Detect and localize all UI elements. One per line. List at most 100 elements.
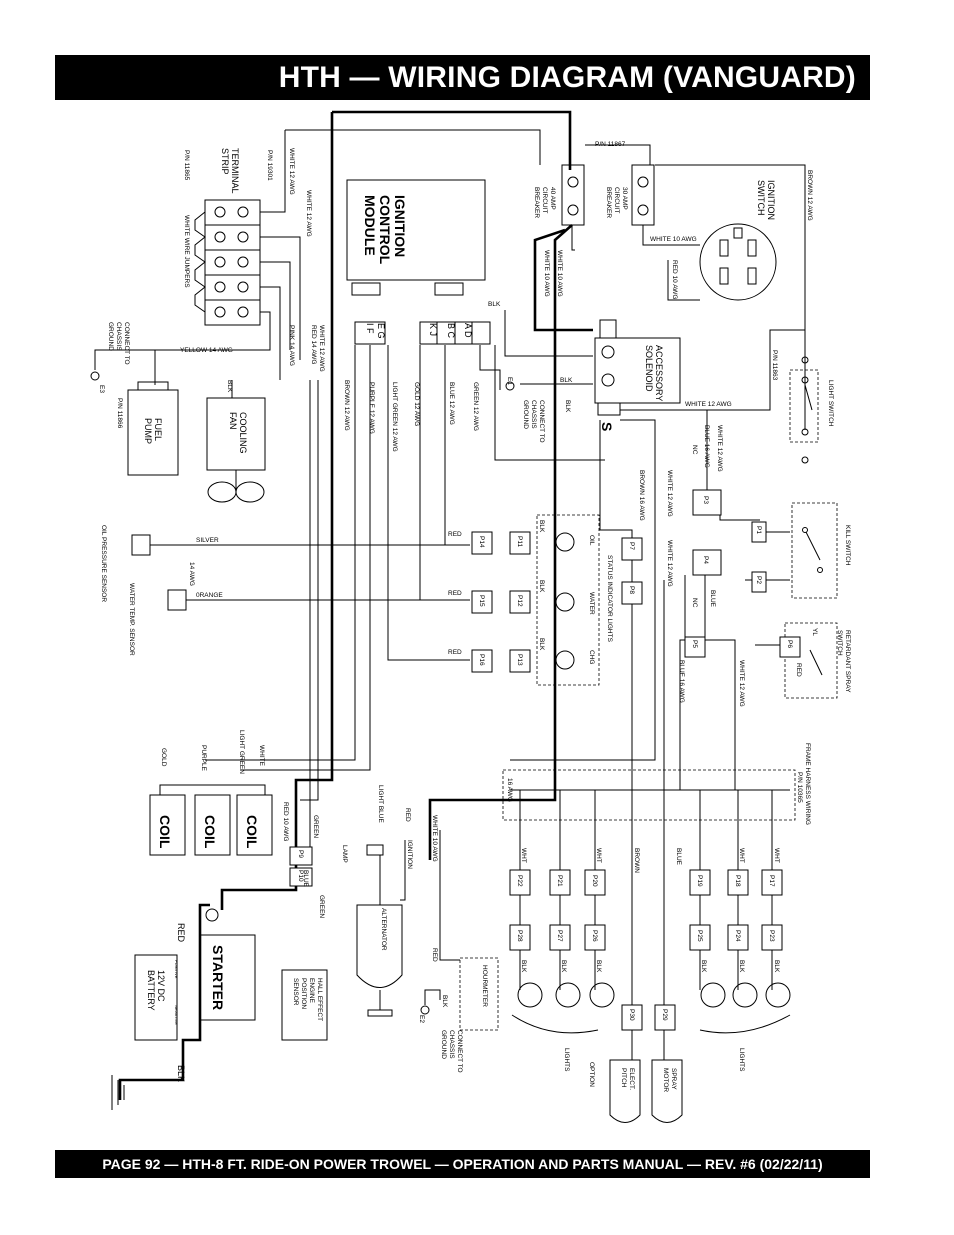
- svg-text:P10: P10: [297, 870, 304, 882]
- wl-blk-chg: BLK: [538, 638, 545, 651]
- battery-pos: POSITIVE: [174, 960, 179, 979]
- fuel-pump-l2: PUMP: [143, 418, 153, 444]
- starter-label: STARTER: [210, 945, 226, 1010]
- page-footer-bar: PAGE 92 — HTH-8 FT. RIDE-ON POWER TROWEL…: [55, 1150, 870, 1178]
- breaker30-l1: 30 AMP: [621, 187, 628, 210]
- plug-p11: P11: [509, 531, 531, 555]
- ground-e1-l2: CHASSIS: [530, 400, 537, 429]
- breaker30-l2: CIRCUIT: [613, 187, 620, 213]
- terminal-label-2: STRIP: [220, 148, 230, 175]
- spray-motor: SPRAY MOTOR: [651, 1059, 683, 1123]
- status-oil: OIL: [588, 535, 595, 546]
- ign-switch-l1: IGNITION: [766, 180, 776, 220]
- pin-if: I F: [365, 323, 375, 334]
- svg-text:P20: P20: [591, 875, 598, 887]
- status-water: WATER: [588, 592, 595, 615]
- plug-p18: P18: [727, 869, 749, 896]
- wl-blk-l3: BLK: [595, 960, 602, 973]
- battery-l2: BATTERY: [146, 970, 156, 1011]
- ground-e1-l1: CONNECT TO: [538, 400, 545, 443]
- ground-e2-l1: CONNECT TO: [456, 1030, 463, 1073]
- wl-red-oil: RED: [448, 531, 462, 538]
- ground-e3-l1: CONNECT TO: [123, 322, 130, 365]
- spray-motor-l2: MOTOR: [662, 1068, 669, 1092]
- pin-bc: B C: [446, 323, 456, 339]
- plug-p13: P13: [509, 649, 531, 673]
- fuel-pump: FUEL PUMP P/N 11866: [116, 381, 179, 476]
- svg-text:P21: P21: [556, 875, 563, 887]
- wl-blk-a: BLK: [488, 301, 501, 308]
- pin-eg: E G: [376, 323, 386, 339]
- coil-2: COIL: [202, 815, 218, 849]
- wl-red-chg: RED: [448, 649, 462, 656]
- retardant-l1: RETARDANT SPRAY: [844, 630, 851, 693]
- frame-harness-l1: FRAME HARNESS WIRING: [804, 743, 811, 825]
- wl-brown16: BROWN 16 AWG: [638, 470, 645, 521]
- wl-white10-a: WHITE 10 AWG: [543, 250, 550, 297]
- module-label-1: IGNITION: [392, 195, 408, 257]
- light-switch-pn: P/N 11863: [771, 350, 778, 381]
- svg-text:P27: P27: [556, 930, 563, 942]
- frame-harness-pn: P/N 10365: [796, 772, 803, 803]
- plug-p17: P17: [761, 869, 783, 896]
- wl-nc-b: NC: [691, 598, 698, 608]
- svg-text:P19: P19: [696, 875, 703, 887]
- status-label: STATUS INDICATOR LIGHTS: [606, 555, 613, 643]
- svg-text:P22: P22: [516, 875, 523, 887]
- svg-text:P30: P30: [628, 1009, 635, 1021]
- wl-green: GREEN: [312, 815, 319, 838]
- wl-white10-c: WHITE 10 AWG: [650, 236, 697, 243]
- wl-blk-l1: BLK: [520, 960, 527, 973]
- ignition-switch: IGNITION SWITCH: [699, 180, 777, 301]
- sensor-awg: 14 AWG: [188, 562, 195, 586]
- plug-p8: P8: [621, 581, 643, 605]
- plug-p9: P9: [289, 846, 313, 866]
- wire-orange: 0RANGE: [196, 592, 223, 599]
- battery-neg: NEGATIVE: [174, 1005, 179, 1025]
- plug-p5: P5: [684, 636, 706, 658]
- kill-switch: KILL SWITCH: [791, 502, 851, 599]
- kill-switch-label: KILL SWITCH: [844, 525, 851, 566]
- lamp: LAMP: [341, 844, 384, 863]
- lamp-label: LAMP: [341, 845, 348, 863]
- work-lights: LIGHTS LIGHTS OPTION: [511, 982, 791, 1087]
- wl-wht-c: WHT: [738, 848, 745, 863]
- wl-nc-a: NC: [691, 445, 698, 455]
- svg-text:P15: P15: [478, 595, 485, 607]
- retardant-red: RED: [795, 663, 802, 677]
- breaker40-l1: 40 AMP: [549, 187, 556, 210]
- battery-red: RED: [176, 923, 186, 943]
- coil-wire-lgreen: LIGHT GREEN: [238, 730, 245, 774]
- cooling-fan-l1: COOLING: [238, 412, 248, 454]
- light-switch: LIGHT SWITCH P/N 11863: [771, 350, 834, 464]
- svg-text:P5: P5: [691, 640, 698, 648]
- wl-red10: RED 10 AWG: [671, 260, 678, 300]
- wl-red10-b: RED 10 AWG: [282, 802, 289, 842]
- svg-text:P14: P14: [478, 536, 485, 548]
- wl-blk-oil: BLK: [538, 520, 545, 533]
- plug-p3: P3: [692, 489, 722, 516]
- wl-blk-b: BLK: [560, 377, 573, 384]
- svg-text:P3: P3: [702, 496, 709, 504]
- wl-white12-e: WHITE 12 AWG: [666, 470, 673, 517]
- svg-text:P17: P17: [768, 875, 775, 887]
- svg-text:P2: P2: [755, 576, 762, 584]
- ignition-control-module: IGNITION CONTROL MODULE: [346, 179, 486, 296]
- retardant-l2: SWITCH: [836, 630, 843, 656]
- plug-p29: P29: [654, 1004, 676, 1031]
- plug-p15: P15: [471, 590, 493, 614]
- plug-p23: P23: [761, 924, 783, 951]
- wl-blk-hm: BLK: [441, 995, 448, 1008]
- coil-wire-purple: PURPLE: [200, 745, 207, 772]
- ground-e2-tag: E2: [418, 1015, 425, 1023]
- plug-p25: P25: [689, 924, 711, 951]
- svg-text:P18: P18: [734, 875, 741, 887]
- alternator: ALTERNATOR: [356, 904, 403, 1017]
- svg-text:P28: P28: [516, 930, 523, 942]
- plug-connectors: P1 P2 P3 P4 P5 P6 P7 P8 P9 P10 P11 P12 P…: [289, 489, 801, 1031]
- battery-blk: BLK: [176, 1065, 186, 1082]
- ground-e2-l2: CHASSIS: [448, 1030, 455, 1059]
- wl-brown: BROWN: [633, 848, 640, 873]
- wl-blue-hall: BLUE: [302, 870, 309, 888]
- solenoid-l2: SOLENOID: [644, 345, 654, 392]
